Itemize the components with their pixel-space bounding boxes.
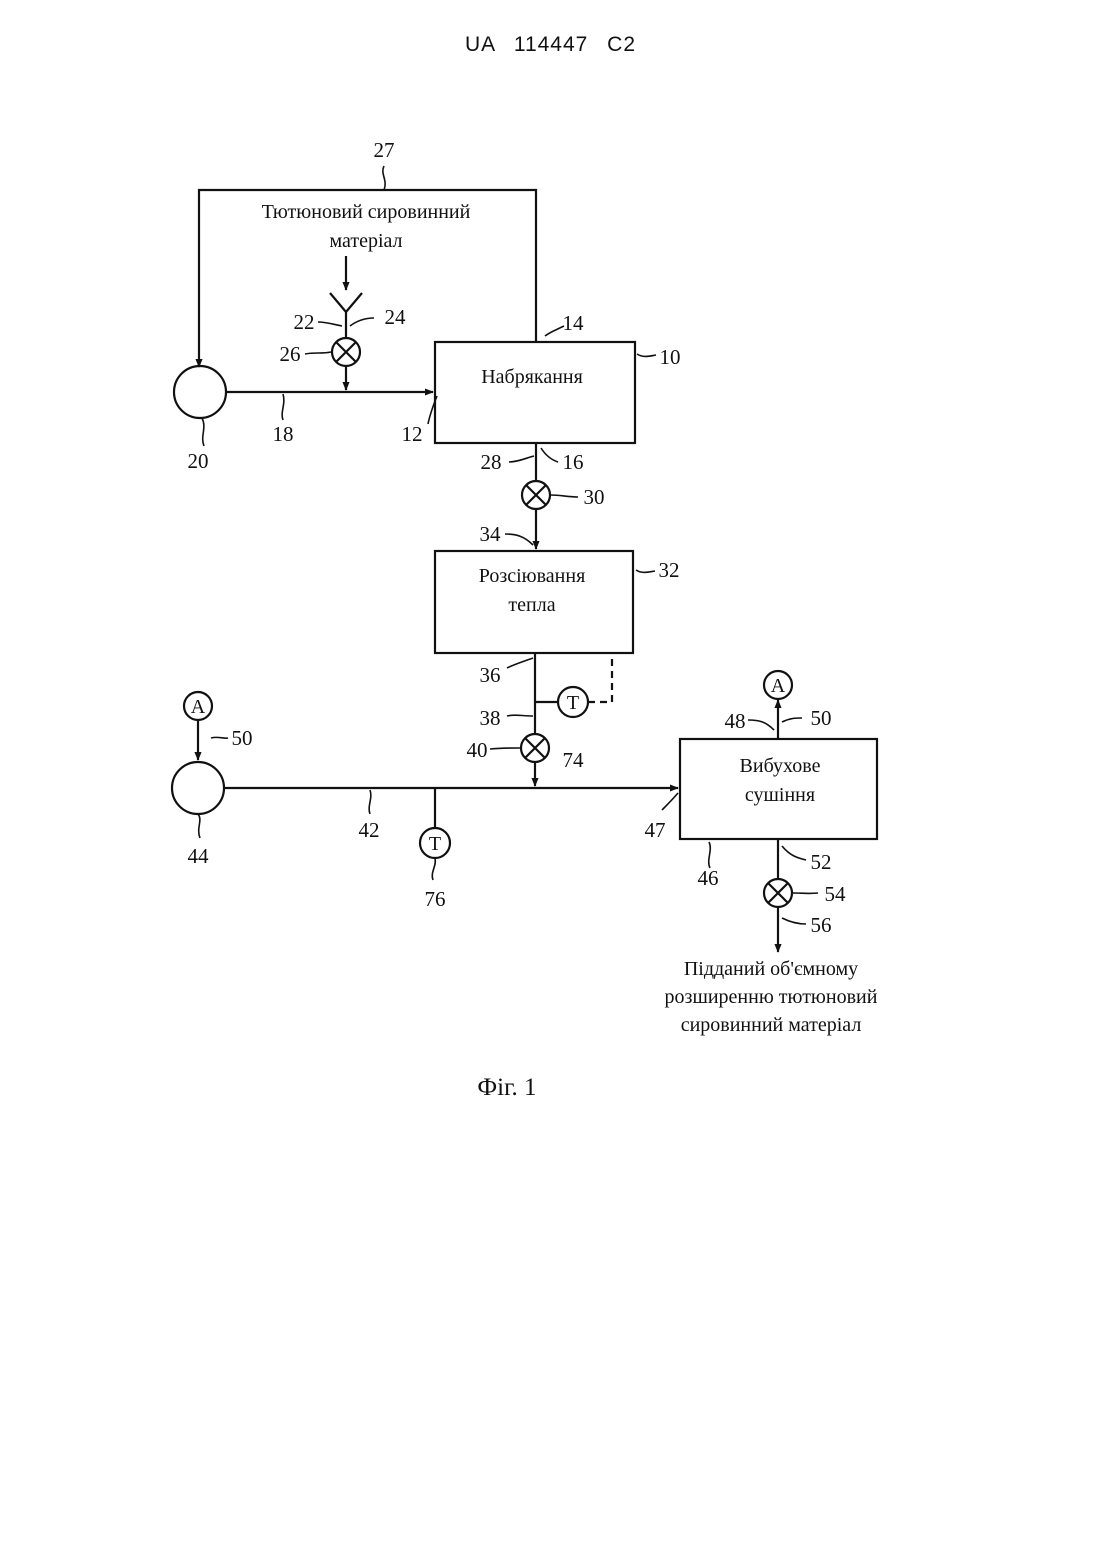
figure-caption: Фіг. 1 xyxy=(477,1074,536,1101)
output-label-line1: Підданий об'ємному xyxy=(684,958,858,980)
valve-40-cross xyxy=(525,738,545,758)
drying-box-label-line1: Вибухове xyxy=(740,755,821,777)
ref-74: 74 xyxy=(563,748,585,772)
ref-18: 18 xyxy=(273,422,294,446)
ref-42: 42 xyxy=(359,818,380,842)
heat-box-label-line2: тепла xyxy=(508,594,555,616)
drying-box-label-line2: сушіння xyxy=(745,784,815,806)
ref-56: 56 xyxy=(811,913,832,937)
pump-44 xyxy=(172,762,224,814)
ref-27: 27 xyxy=(374,138,395,162)
hopper xyxy=(330,293,362,339)
ref-54: 54 xyxy=(825,882,847,906)
sensor-74-label: T xyxy=(567,692,579,714)
control-signal-line xyxy=(588,653,612,702)
ref-12: 12 xyxy=(402,422,423,446)
node-a-left-label: A xyxy=(191,696,206,718)
ref-10: 10 xyxy=(660,345,681,369)
ref-36: 36 xyxy=(480,663,501,687)
output-label-line3: сировинний матеріал xyxy=(681,1014,862,1036)
valve-54-cross xyxy=(768,883,788,903)
ref-30: 30 xyxy=(584,485,605,509)
valve-30-cross xyxy=(526,485,546,505)
ref-47: 47 xyxy=(645,818,666,842)
ref-46: 46 xyxy=(698,866,719,890)
ref-44: 44 xyxy=(188,844,210,868)
sensor-76-label: T xyxy=(429,833,441,855)
ref-28: 28 xyxy=(481,450,502,474)
heat-box-label-line1: Розсіювання xyxy=(479,565,586,587)
node-a-right-label: A xyxy=(771,675,786,697)
ref-22: 22 xyxy=(294,310,315,334)
feed-label-line2: матеріал xyxy=(329,230,402,252)
ref-34: 34 xyxy=(480,522,502,546)
valve-26-cross xyxy=(336,342,356,362)
pump-20 xyxy=(174,366,226,418)
swelling-box-label: Набрякання xyxy=(481,366,583,388)
feed-label-line1: Тютюновий сировинний xyxy=(262,201,471,223)
ref-26: 26 xyxy=(280,342,301,366)
ref-20: 20 xyxy=(188,449,209,473)
ref-40: 40 xyxy=(467,738,488,762)
ref-50-right: 50 xyxy=(811,706,832,730)
ref-38: 38 xyxy=(480,706,501,730)
ref-76: 76 xyxy=(425,887,446,911)
ref-16: 16 xyxy=(563,450,584,474)
ref-32: 32 xyxy=(659,558,680,582)
ref-50-left: 50 xyxy=(232,726,253,750)
ref-52: 52 xyxy=(811,850,832,874)
output-label-line2: розширенню тютюновий xyxy=(665,986,878,1008)
ref-24: 24 xyxy=(385,305,407,329)
ref-14: 14 xyxy=(563,311,585,335)
ref-48: 48 xyxy=(725,709,746,733)
swelling-box xyxy=(435,342,635,443)
